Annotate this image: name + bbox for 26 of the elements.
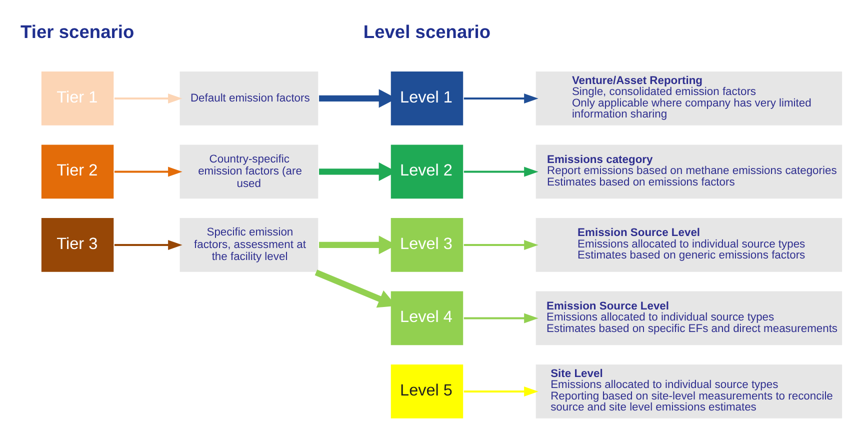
arrow xyxy=(114,166,182,177)
node-box: Venture/Asset Reporting Single, consolidated emission factors Only applicable where company has very limited information sharing xyxy=(534,70,844,126)
arrow xyxy=(464,313,538,324)
node-box: Level 3 xyxy=(390,217,464,273)
node-box: Emission Source Level Emissions allocated to individual source types Estimates based on generic emissions factors xyxy=(534,217,844,273)
arrow xyxy=(464,386,538,396)
node-box: Emission Source Level Emissions allocated to individual source types Estimates based on specific EFs and direct measurements xyxy=(534,290,844,346)
node-box: Tier 1 xyxy=(40,70,115,126)
node-box: Country-specific emission factors (are used xyxy=(178,144,320,200)
node-box: Tier 2 xyxy=(40,144,115,200)
node-box: Level 5 xyxy=(390,363,464,420)
node-box: Level 4 xyxy=(390,290,464,346)
node-box: Tier 3 xyxy=(40,217,115,273)
arrow xyxy=(114,240,182,250)
node-box: Specific emission factors, assessment at the facility level xyxy=(178,217,320,273)
arrow xyxy=(464,240,538,250)
arrow xyxy=(464,93,538,104)
arrow xyxy=(464,166,538,177)
label: Level scenario xyxy=(363,20,491,42)
arrow xyxy=(114,93,182,104)
node-box: Default emission factors xyxy=(178,70,320,126)
node-box: Emissions category Report emissions based on methane emissions categories Estimates based on emissions factors xyxy=(534,144,844,200)
node-box: Level 1 xyxy=(390,70,464,126)
label: Tier scenario xyxy=(20,20,134,42)
node-box: Level 2 xyxy=(390,144,464,200)
node-box: Site Level Emissions allocated to individual source types Reporting based on site-level measurements to reconcile source and site level emissions estimates xyxy=(534,363,844,420)
